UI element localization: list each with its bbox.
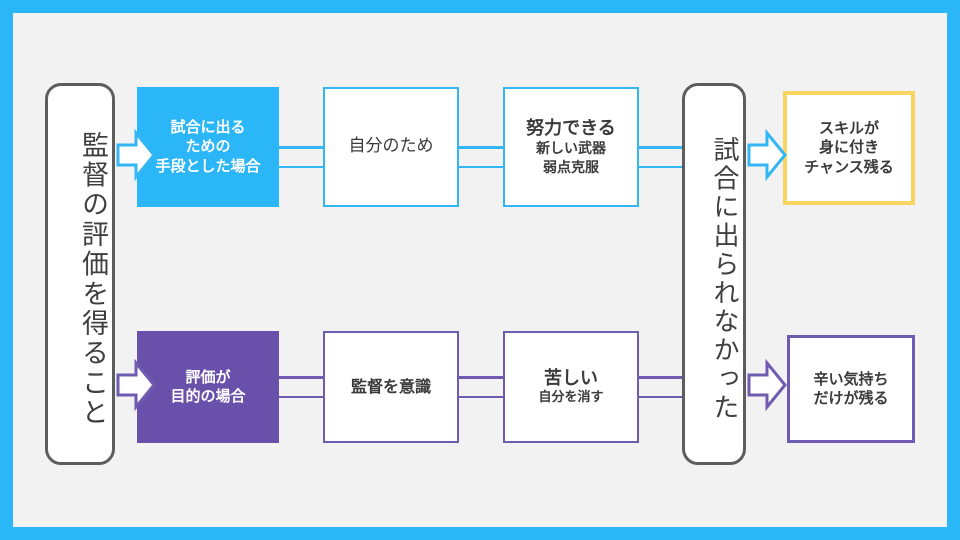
connector-positive-3 [637,146,695,168]
negative-behavior-node: 苦しい 自分を消す [503,331,639,443]
arrow-start-to-positive-icon [116,128,156,182]
positive-condition-tertiary: 手段とした場合 [155,156,261,175]
positive-condition-secondary: ための [185,137,231,156]
connector-negative-2 [457,376,505,398]
negative-outcome-primary: 辛い気持ち [813,369,889,388]
diagram-canvas: 監督の評価を得ること 試合に出られなかった [13,13,947,527]
positive-behavior-node: 努力できる 新しい武器 弱点克服 [503,87,639,207]
positive-outcome-secondary: 身に付き [818,138,879,157]
negative-condition-secondary: 目的の場合 [170,387,246,405]
negative-outcome-secondary: だけが残る [813,389,889,407]
arrow-start-to-negative-icon [116,358,156,412]
connector-positive-1 [277,146,325,168]
positive-outcome-node: スキルが 身に付き チャンス残る [783,91,915,205]
connector-positive-2 [457,146,505,168]
negative-motive-node: 監督を意識 [323,331,459,443]
converge-node-label: 試合に出られなかった [709,136,739,422]
positive-outcome-tertiary: チャンス残る [804,157,894,176]
positive-behavior-secondary: 新しい武器 [536,141,606,158]
connector-negative-1 [277,376,325,398]
positive-behavior-primary: 努力できる [526,118,616,140]
positive-condition-primary: 試合に出る [170,118,246,137]
negative-condition-node: 評価が 目的の場合 [137,331,279,443]
positive-motive-node: 自分のため [323,87,459,207]
positive-behavior-tertiary: 弱点克服 [543,159,599,176]
arrow-converge-to-negative-outcome-icon [747,358,787,412]
positive-motive-primary: 自分のため [348,136,434,157]
converge-node: 試合に出られなかった [682,83,746,465]
positive-outcome-primary: スキルが [818,119,879,138]
connector-negative-3 [637,376,695,398]
negative-behavior-primary: 苦しい [544,368,598,390]
arrow-converge-to-positive-outcome-icon [747,128,787,182]
negative-outcome-node: 辛い気持ち だけが残る [787,335,915,443]
negative-behavior-secondary: 自分を消す [538,390,604,406]
negative-motive-primary: 監督を意識 [350,376,431,396]
negative-condition-primary: 評価が [185,367,231,386]
start-node: 監督の評価を得ること [45,83,115,465]
start-node-label: 監督の評価を得ること [77,130,108,428]
positive-condition-node: 試合に出る ための 手段とした場合 [137,87,279,207]
